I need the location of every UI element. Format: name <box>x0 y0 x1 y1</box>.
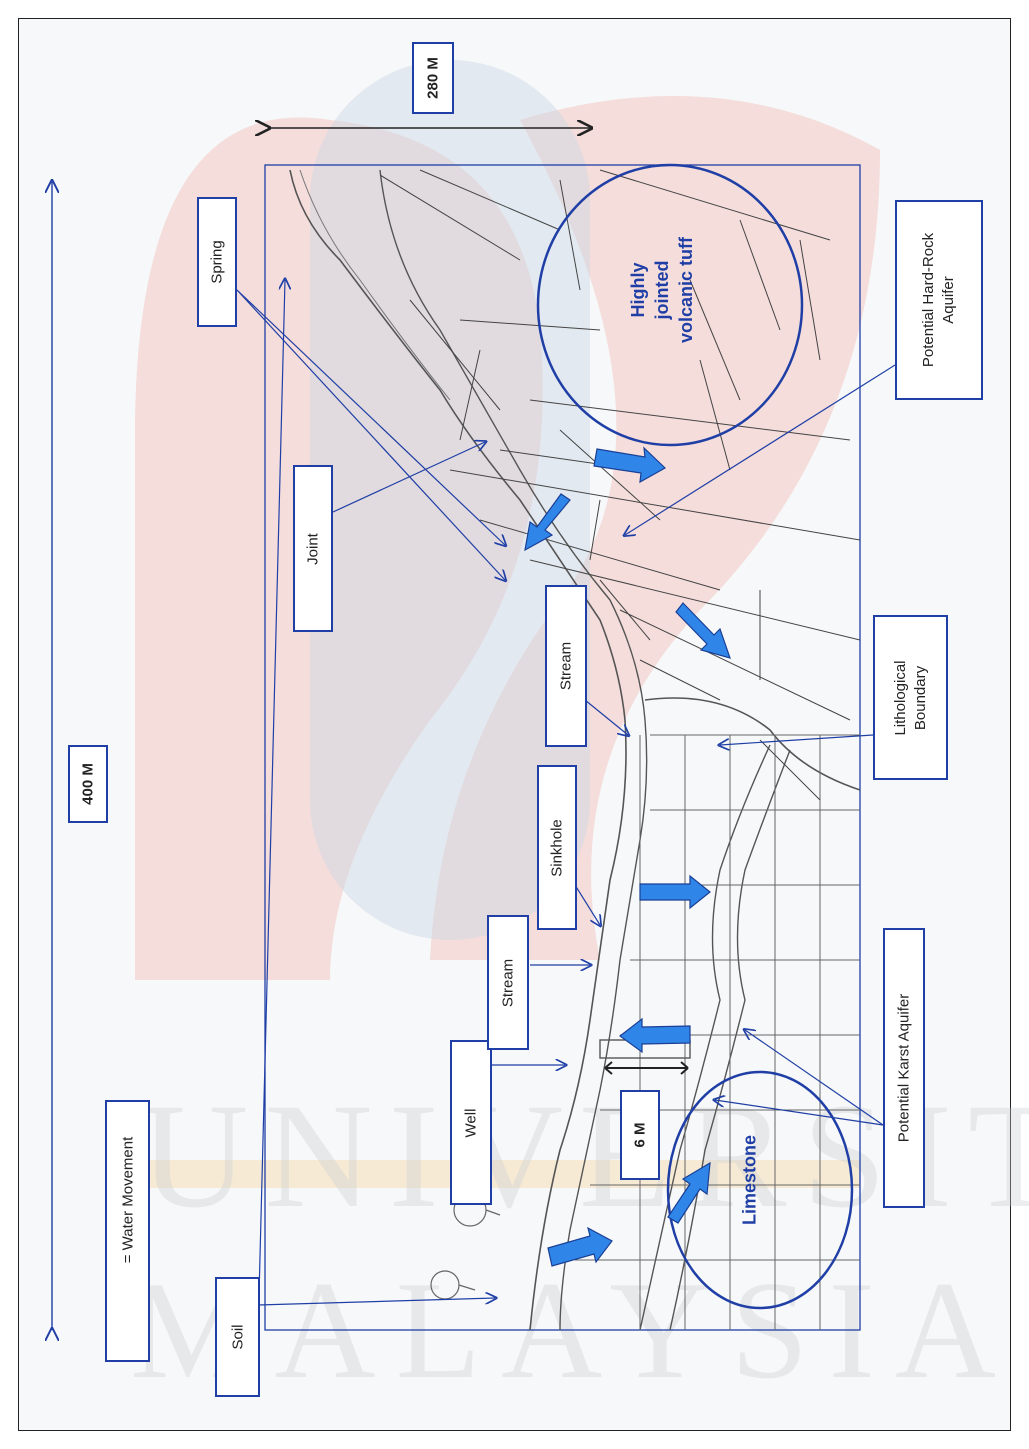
legend-text: = Water Movement <box>119 1137 136 1264</box>
label-hardrock-aquifer: Potential Hard-Rock Aquifer <box>895 200 983 400</box>
label-karst-aquifer: Potential Karst Aquifer <box>883 928 925 1208</box>
label-sinkhole: Sinkhole <box>537 765 577 930</box>
hardrock-aquifer-line-1: Potential Hard-Rock <box>919 233 939 367</box>
label-well: Well <box>450 1040 492 1205</box>
label-soil: Soil <box>215 1277 260 1397</box>
lithological-boundary-line-1: Lithological <box>891 660 911 735</box>
rock-unit-limestone: Limestone <box>740 1135 761 1225</box>
legend-box: = Water Movement <box>105 1100 150 1362</box>
label-stream-lower: Stream <box>487 915 529 1050</box>
rock-unit-tuff: Highly jointed volcanic tuff <box>626 237 698 343</box>
tuff-line-3: volcanic tuff <box>674 237 698 343</box>
height-dimension-label: 280 M <box>412 42 454 114</box>
label-lithological-boundary: Lithological Boundary <box>873 615 948 780</box>
label-joint: Joint <box>293 465 333 632</box>
well-depth-label: 6 M <box>620 1090 660 1180</box>
label-spring: Spring <box>197 197 237 327</box>
tuff-line-1: Highly <box>626 237 650 343</box>
label-stream-upper: Stream <box>545 585 587 747</box>
tuff-line-2: jointed <box>650 237 674 343</box>
width-dimension-label: 400 M <box>68 745 108 823</box>
lithological-boundary-line-2: Boundary <box>911 660 931 735</box>
hardrock-aquifer-line-2: Aquifer <box>939 233 959 367</box>
